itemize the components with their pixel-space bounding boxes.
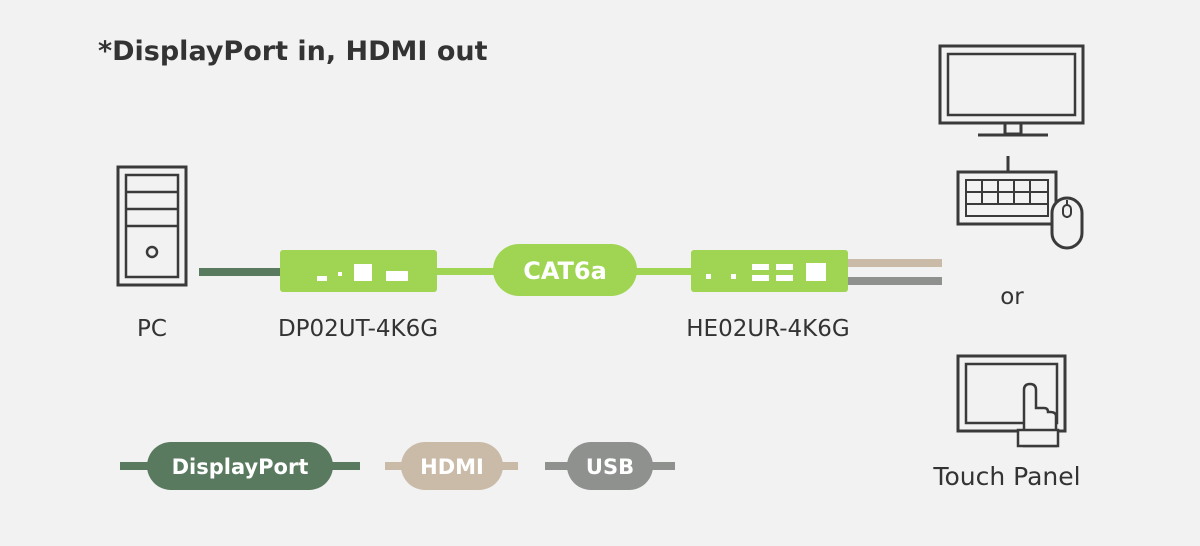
cat6a-label: CAT6a (523, 257, 607, 285)
diagram-title: *DisplayPort in, HDMI out (98, 36, 488, 67)
touch-panel-icon (956, 354, 1067, 448)
keyboard-icon (956, 170, 1058, 226)
cat6a-pill (493, 244, 637, 296)
usb-cable (848, 277, 942, 285)
legend-hdmi-label: HDMI (420, 455, 484, 479)
legend-displayport-label: DisplayPort (172, 455, 309, 479)
pc-label: PC (137, 316, 167, 342)
touch-panel-label: Touch Panel (932, 462, 1080, 491)
legend-displayport: DisplayPort (120, 442, 360, 490)
transmitter-label: DP02UT-4K6G (278, 316, 438, 342)
legend-usb-label: USB (586, 455, 634, 479)
mouse-icon (1050, 196, 1084, 250)
monitor-icon (938, 44, 1085, 137)
hdmi-cable (848, 259, 942, 267)
receiver-box (691, 250, 848, 292)
or-label: or (1000, 284, 1024, 310)
legend-hdmi: HDMI (385, 442, 518, 490)
legend-usb: USB (545, 442, 675, 490)
receiver-label: HE02UR-4K6G (686, 316, 849, 342)
pc-tower-icon (116, 165, 188, 287)
displayport-cable (199, 268, 281, 276)
transmitter-box (280, 250, 437, 292)
